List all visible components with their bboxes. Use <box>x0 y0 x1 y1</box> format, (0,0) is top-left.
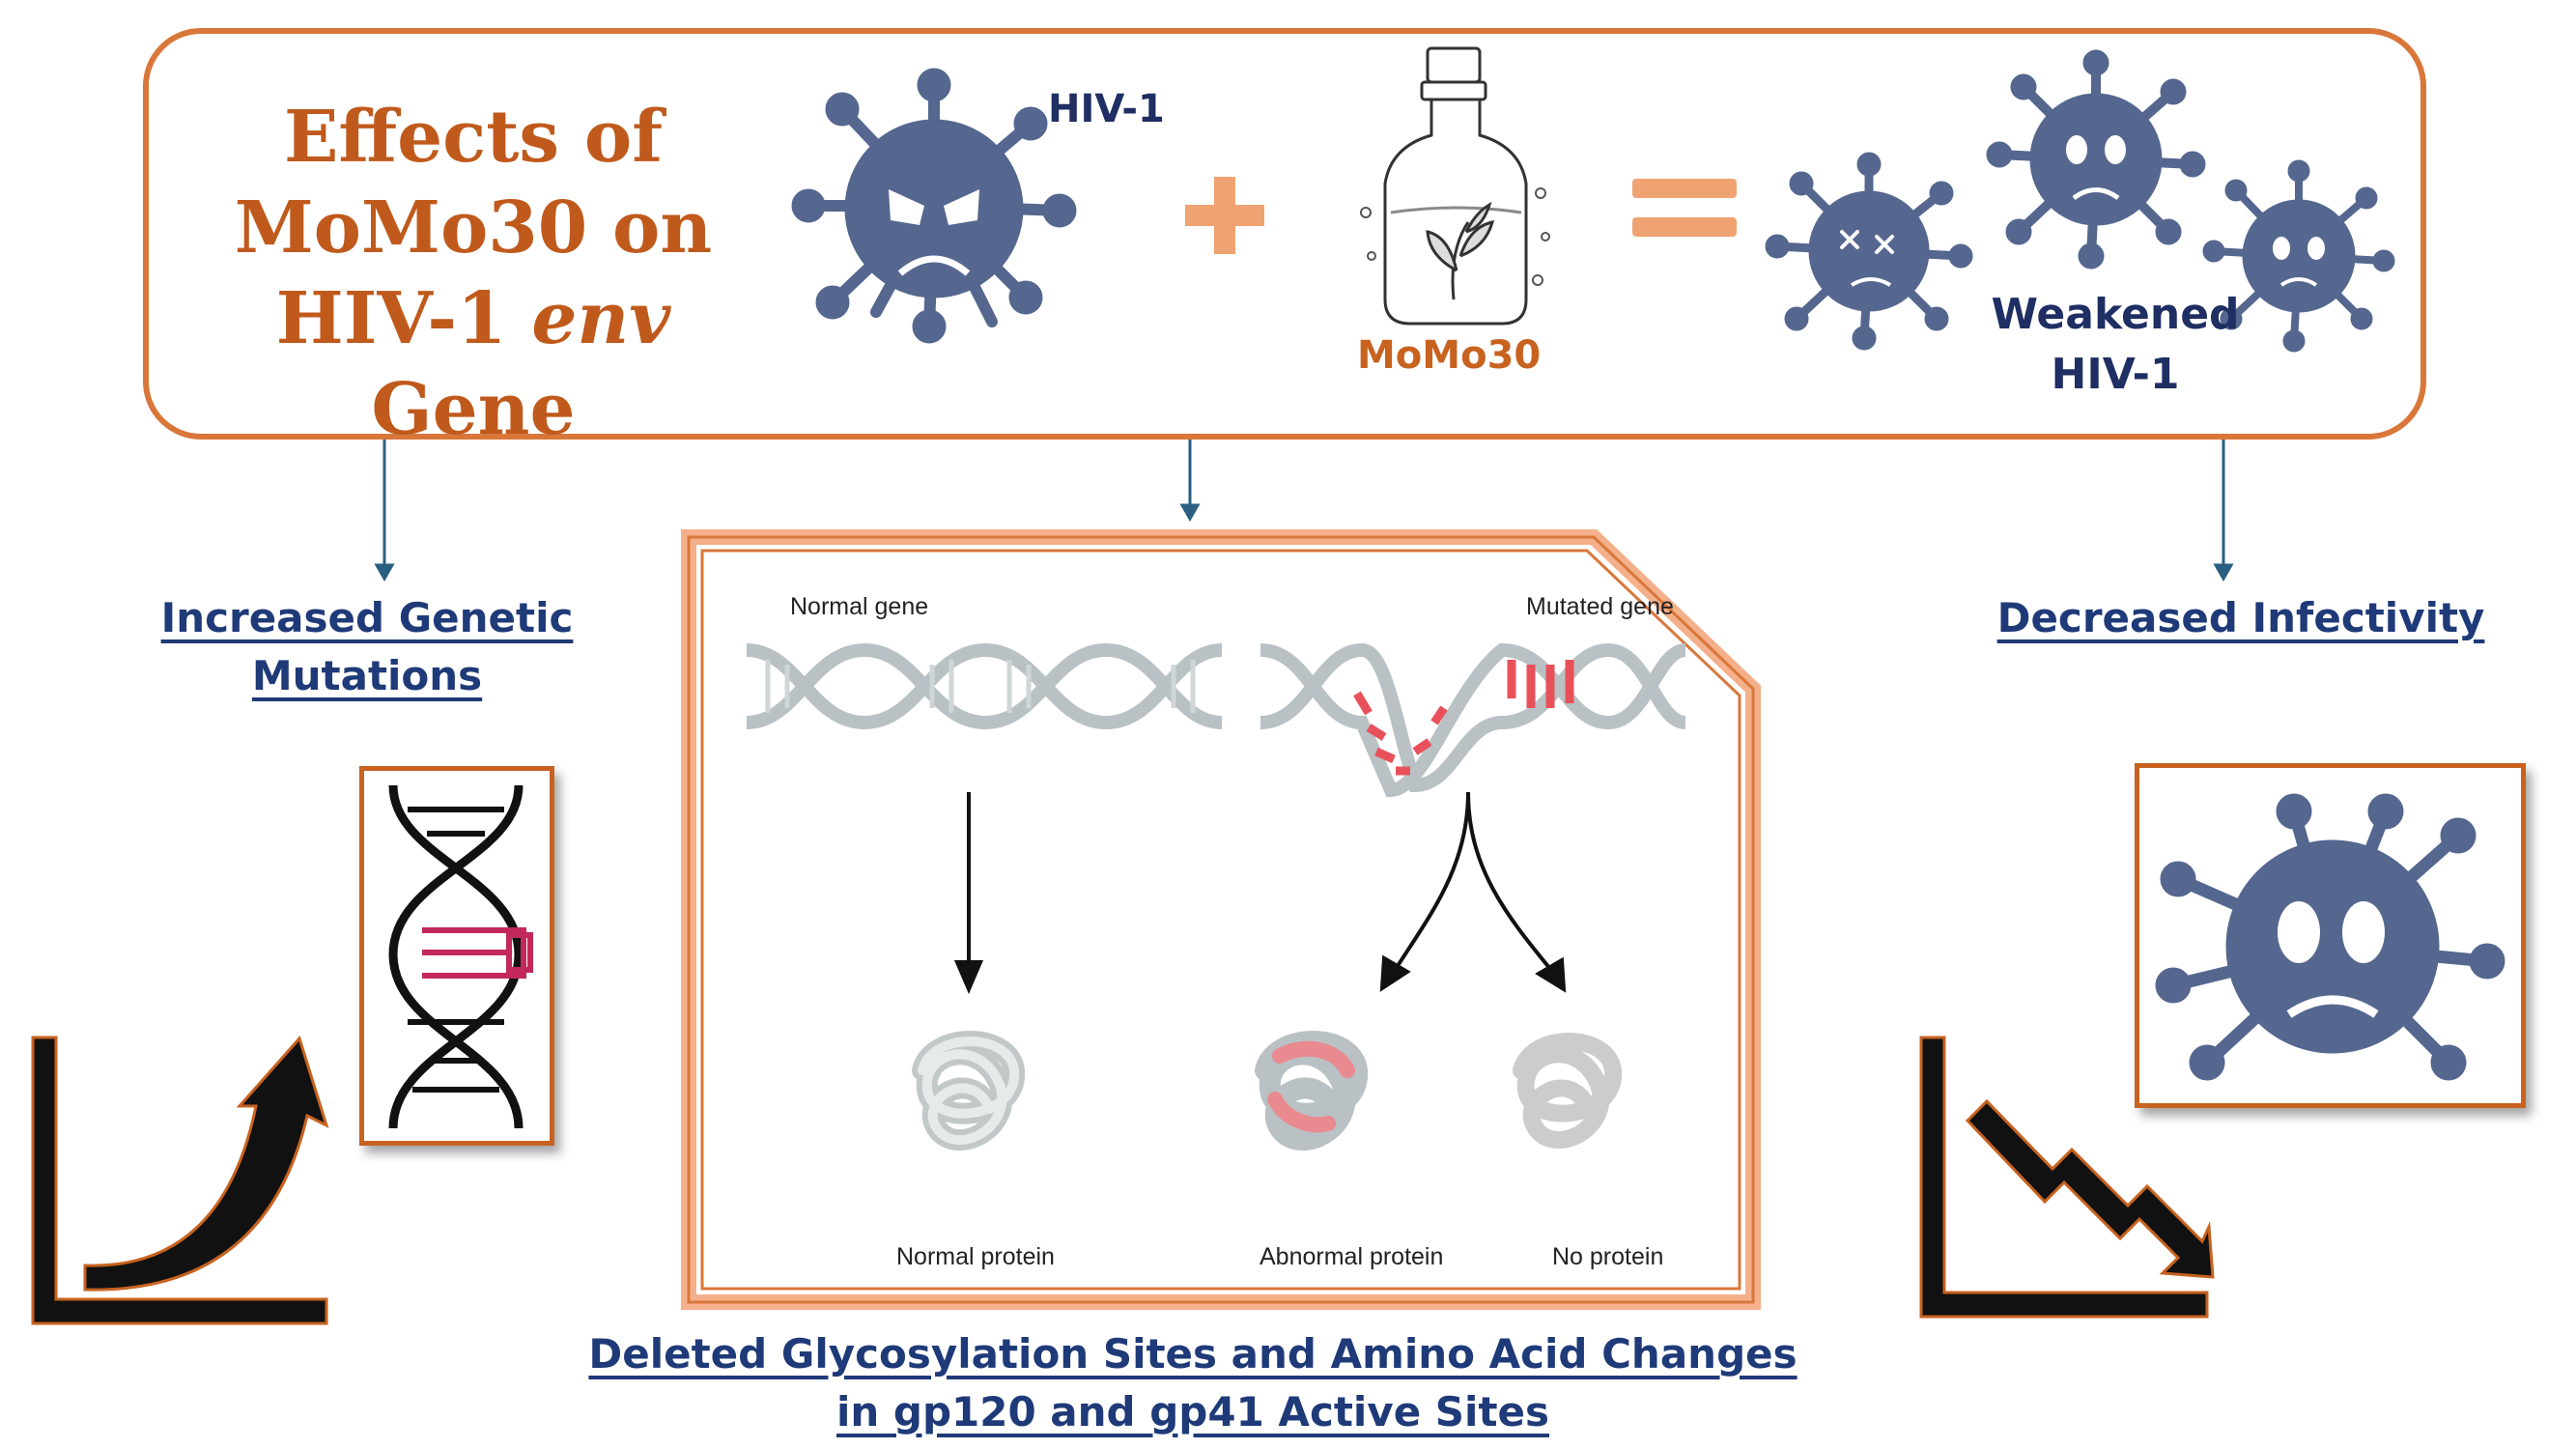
virus-icon-frame <box>2135 763 2526 1108</box>
normal-protein-label: Normal protein <box>896 1243 1055 1270</box>
bottle-icon <box>1360 46 1550 326</box>
connector-arrows <box>374 440 2234 582</box>
dna-icon-frame <box>359 766 554 1146</box>
glycosylation-label: Deleted Glycosylation Sites and Amino Ac… <box>588 1330 1798 1435</box>
sad-virus-small-icon <box>2202 159 2395 353</box>
increase-chart-icon <box>31 1036 329 1325</box>
sad-virus-large-icon <box>2155 793 2505 1081</box>
no-protein-label: No protein <box>1552 1243 1664 1270</box>
abnormal-protein-label: Abnormal protein <box>1260 1243 1444 1270</box>
plus-icon <box>1185 177 1264 254</box>
decrease-chart-icon <box>1919 1036 2215 1319</box>
mutation-panel <box>681 529 1761 1310</box>
header-box <box>143 28 2426 440</box>
dead-virus-icon <box>1765 152 1973 351</box>
sad-virus-icon <box>1986 49 2206 270</box>
equals-icon <box>1632 179 1737 237</box>
dna-icon <box>388 784 533 1129</box>
diagram-title: Effects of MoMo30 on HIV-1 env Gene <box>234 96 713 451</box>
angry-virus-icon <box>791 68 1077 344</box>
bottle-label: MoMo30 <box>1357 333 1542 378</box>
mutated-gene-label: Mutated gene <box>1526 593 1674 620</box>
normal-gene-label: Normal gene <box>790 593 929 620</box>
hiv-label: HIV-1 <box>1048 87 1165 131</box>
weakened-hiv-label: Weakened HIV-1 <box>1991 290 2240 399</box>
increased-mutations-label: Increased Genetic Mutations <box>160 594 574 699</box>
decreased-infectivity-label: Decreased Infectivity <box>1996 594 2485 641</box>
